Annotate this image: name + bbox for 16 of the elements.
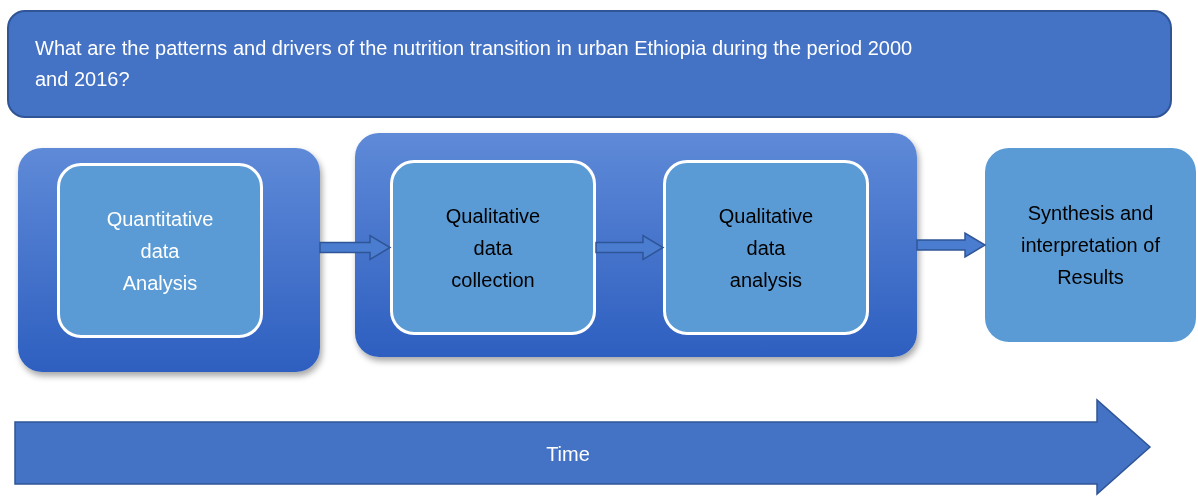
question-text: What are the patterns and drivers of the nutrition transition in urban Ethiopia during the period 2000 and 2016?: [35, 36, 914, 92]
step-label: Quantitative data Analysis: [105, 206, 215, 296]
arrow: [595, 234, 665, 261]
arrow: [916, 231, 987, 259]
stage-panel: [355, 133, 917, 357]
question-box: [7, 10, 1172, 118]
process-box: [663, 160, 869, 335]
step-label: Qualitative data analysis: [717, 203, 815, 293]
axis-label: Time: [545, 442, 591, 467]
step-label: Synthesis and interpretation of Results: [1020, 201, 1161, 290]
arrow: [319, 234, 392, 261]
process-box: [57, 163, 263, 338]
stage-panel: [18, 148, 320, 372]
process-box: [985, 148, 1196, 342]
process-box: [390, 160, 596, 335]
step-label: Qualitative data collection: [444, 203, 542, 293]
